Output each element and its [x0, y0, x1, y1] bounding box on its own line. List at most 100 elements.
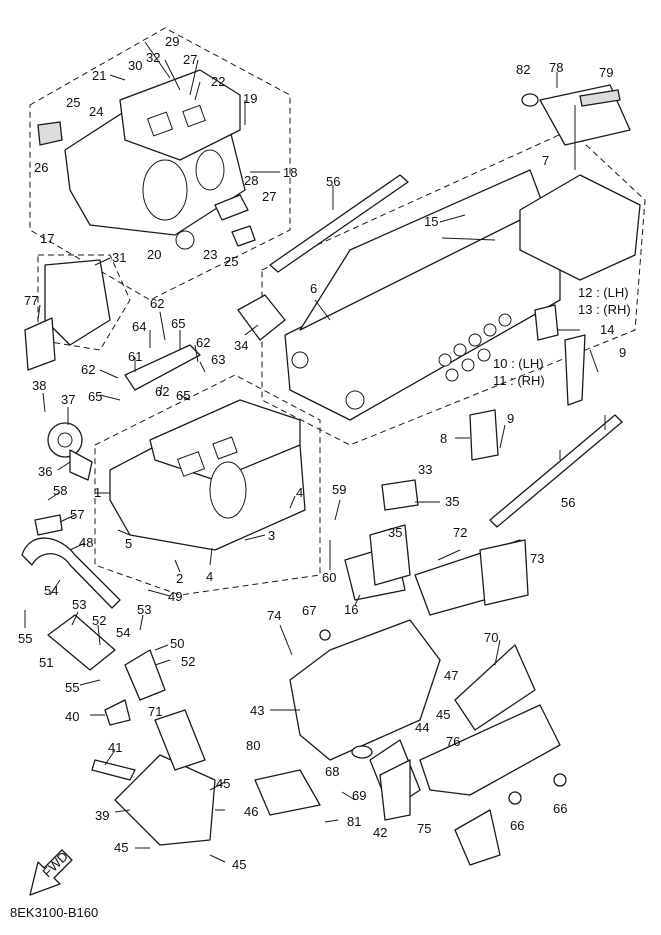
callout-38: 38 — [32, 378, 46, 393]
callout-1: 1 — [94, 485, 101, 500]
callout-35: 35 — [445, 494, 459, 509]
tube-48 — [21, 537, 121, 609]
callout-21: 21 — [92, 68, 106, 83]
callout-2: 2 — [176, 571, 183, 586]
callout-50: 50 — [170, 636, 184, 651]
lower-frame-part — [109, 399, 306, 551]
callout-19: 19 — [243, 91, 257, 106]
callout-80: 80 — [246, 738, 260, 753]
plate-80 — [254, 769, 321, 816]
callout-11: 11 : (RH) — [493, 373, 545, 388]
callout-4: 4 — [296, 485, 303, 500]
callout-76: 76 — [446, 734, 460, 749]
grommet-66b — [508, 791, 522, 805]
bracket-34 — [237, 294, 286, 341]
callout-13: 13 : (RH) — [578, 302, 631, 317]
callout-56: 56 — [561, 495, 575, 510]
callout-9: 9 — [619, 345, 626, 360]
bracket-8 — [469, 409, 499, 461]
callout-63: 63 — [211, 352, 225, 367]
callout-46: 46 — [244, 804, 258, 819]
callout-43: 43 — [250, 703, 264, 718]
callout-65: 65 — [176, 388, 190, 403]
bracket-61 — [124, 344, 201, 391]
callout-37: 37 — [61, 392, 75, 407]
callout-81: 81 — [347, 814, 361, 829]
callout-55: 55 — [65, 680, 79, 695]
guard-75 — [454, 809, 501, 866]
callout-28: 28 — [244, 173, 258, 188]
callout-69: 69 — [352, 788, 366, 803]
callout-41: 41 — [108, 740, 122, 755]
group-outline-upper — [29, 27, 291, 301]
callout-labels: 1 2 3 4 4 5 6 7 8 9 9 10 : (LH) 11 : (RH… — [18, 34, 631, 872]
callout-52: 52 — [181, 654, 195, 669]
callout-54: 54 — [44, 583, 58, 598]
plate-71 — [154, 709, 206, 771]
callout-59: 59 — [332, 482, 346, 497]
callout-53: 53 — [137, 602, 151, 617]
bracket-50 — [124, 649, 166, 701]
callout-4: 4 — [206, 569, 213, 584]
callout-57: 57 — [70, 507, 84, 522]
callout-12: 12 : (LH) — [578, 285, 629, 300]
bracket-51 — [47, 614, 116, 671]
callout-48: 48 — [79, 535, 93, 550]
callout-3: 3 — [268, 528, 275, 543]
callout-45: 45 — [114, 840, 128, 855]
bracket-57 — [34, 514, 63, 536]
rear-box-part — [519, 174, 641, 281]
callout-33: 33 — [418, 462, 432, 477]
callout-44: 44 — [415, 720, 429, 735]
rail-10 — [564, 334, 586, 406]
callout-62: 62 — [196, 335, 210, 350]
skid-39 — [114, 754, 216, 846]
group-outline-side — [37, 254, 131, 351]
callout-73: 73 — [530, 551, 544, 566]
callout-5: 5 — [125, 536, 132, 551]
diagram-code: 8EK3100-B160 — [10, 905, 99, 920]
callout-34: 34 — [234, 338, 248, 353]
callout-16: 16 — [344, 602, 358, 617]
bracket-17 — [44, 259, 111, 346]
callout-58: 58 — [53, 483, 67, 498]
callout-49: 49 — [168, 589, 182, 604]
callout-51: 51 — [39, 655, 53, 670]
callout-62: 62 — [150, 296, 164, 311]
leader-lines — [24, 41, 606, 863]
callout-72: 72 — [453, 525, 467, 540]
callout-6: 6 — [310, 281, 317, 296]
callout-53: 53 — [72, 597, 86, 612]
callout-29: 29 — [165, 34, 179, 49]
callout-31: 31 — [112, 250, 126, 265]
callout-39: 39 — [95, 808, 109, 823]
callout-14: 14 — [600, 322, 614, 337]
callout-56: 56 — [326, 174, 340, 189]
fwd-arrow-icon: FWD — [29, 849, 73, 896]
callout-25: 25 — [66, 95, 80, 110]
callout-45: 45 — [216, 776, 230, 791]
callout-82: 82 — [516, 62, 530, 77]
callout-75: 75 — [417, 821, 431, 836]
plate-36 — [69, 449, 93, 481]
callout-9: 9 — [507, 411, 514, 426]
callout-40: 40 — [65, 709, 79, 724]
callout-66: 66 — [553, 801, 567, 816]
callout-8: 8 — [440, 431, 447, 446]
callout-42: 42 — [373, 825, 387, 840]
bar-41 — [91, 759, 136, 781]
callout-77: 77 — [24, 293, 38, 308]
callout-52: 52 — [92, 613, 106, 628]
callout-23: 23 — [203, 247, 217, 262]
bracket-40 — [104, 699, 131, 726]
grommet-68 — [351, 745, 373, 759]
bracket-12 — [534, 304, 559, 341]
callout-62: 62 — [155, 384, 169, 399]
callout-71: 71 — [148, 704, 162, 719]
callout-24: 24 — [89, 104, 103, 119]
callout-60: 60 — [322, 570, 336, 585]
callout-68: 68 — [325, 764, 339, 779]
callout-62: 62 — [81, 362, 95, 377]
grommet-66a — [553, 773, 567, 787]
